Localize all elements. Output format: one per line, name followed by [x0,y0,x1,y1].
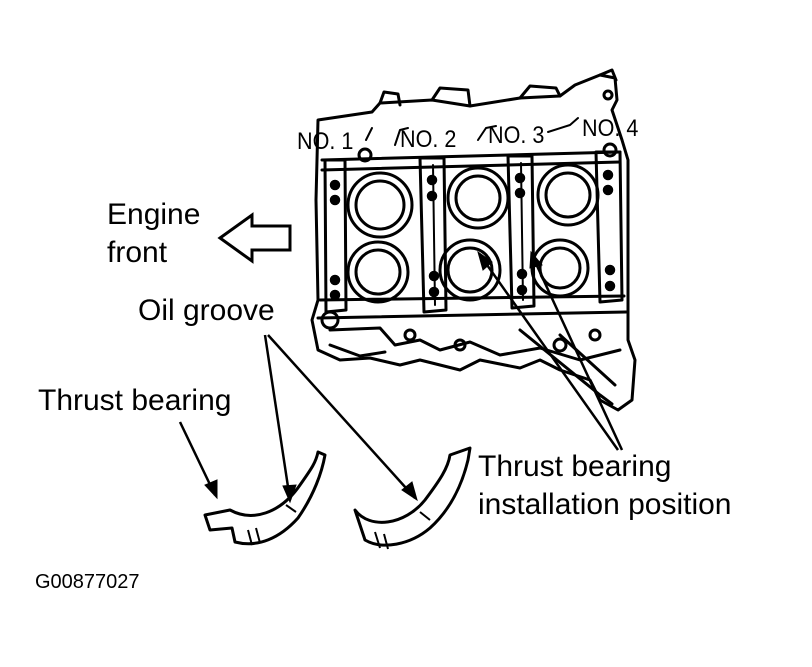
thrust-bearing-right [353,446,472,550]
cylinder-bores [346,163,600,304]
engine-front-label-line2: front [107,236,168,269]
journal-leaders [365,117,579,146]
arrow-left-outline-icon [217,212,292,264]
engine-front-label-line1: Engine [107,198,201,231]
install-position-label-line2: installation position [478,488,732,521]
leader-arrowheads [204,250,543,504]
journal-label-no4: NO. 4 [582,115,639,142]
install-position-label-line1: Thrust bearing [478,450,672,483]
figure-code: G00877027 [35,571,140,593]
thrust-bearing-left [203,450,327,546]
thrust-bearing-label: Thrust bearing [38,384,232,417]
engine-block [310,68,637,412]
oil-groove-label: Oil groove [138,294,275,327]
main-bearing-bulkheads [323,150,624,314]
leader-lines [178,254,624,501]
cap-bolts [329,169,616,301]
journal-label-no2: NO. 2 [400,126,457,153]
journal-label-no1: NO. 1 [297,128,354,155]
journal-label-no3: NO. 3 [488,122,545,149]
